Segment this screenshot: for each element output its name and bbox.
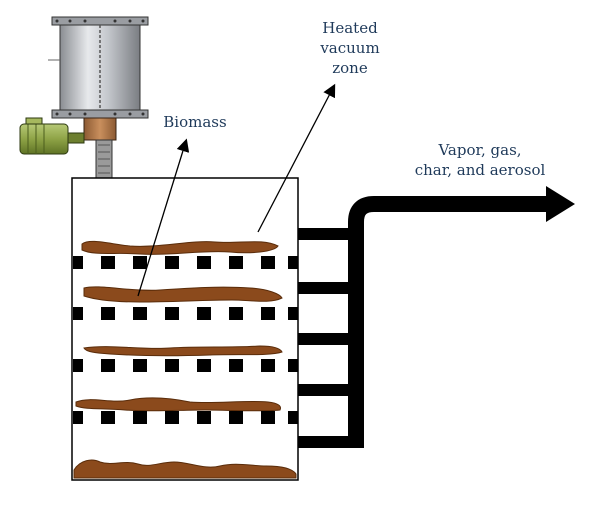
vapor-label-line-2: char, and aerosol: [414, 161, 546, 179]
biomass-layer-5: [73, 459, 297, 479]
heated-vacuum-zone-label: Heated vacuum zone: [300, 18, 400, 78]
biomass-label: Biomass: [163, 113, 227, 131]
reactor-vessel: [71, 177, 299, 481]
outlet-manifold: [298, 228, 352, 448]
pointer-arrows: [137, 83, 336, 297]
heated-label-line-3: zone: [332, 59, 368, 77]
grate-tray-3: [73, 359, 298, 372]
biomass-layer-2: [83, 286, 283, 303]
biomass-layer-1: [81, 240, 279, 255]
biomass-pointer-arrow: [137, 138, 190, 297]
biomass-layers: [73, 240, 297, 479]
grate-tray-4: [73, 411, 298, 424]
motor: [19, 117, 85, 155]
feeder-hopper: [48, 16, 149, 119]
vapor-label-line-1: Vapor, gas,: [438, 141, 522, 159]
vapor-output-label: Vapor, gas, char, and aerosol: [400, 140, 560, 180]
biomass-layer-4: [75, 397, 281, 412]
heated-label-line-2: vacuum: [320, 39, 380, 57]
biomass-layer-3: [83, 345, 283, 357]
heated-zone-pointer-arrow: [257, 83, 336, 233]
grate-trays: [73, 256, 298, 424]
grate-tray-2: [73, 307, 298, 320]
screw-feeder: [83, 117, 117, 179]
outlet-pipe: [348, 186, 575, 448]
heated-label-line-1: Heated: [322, 19, 378, 37]
grate-tray-1: [73, 256, 298, 269]
